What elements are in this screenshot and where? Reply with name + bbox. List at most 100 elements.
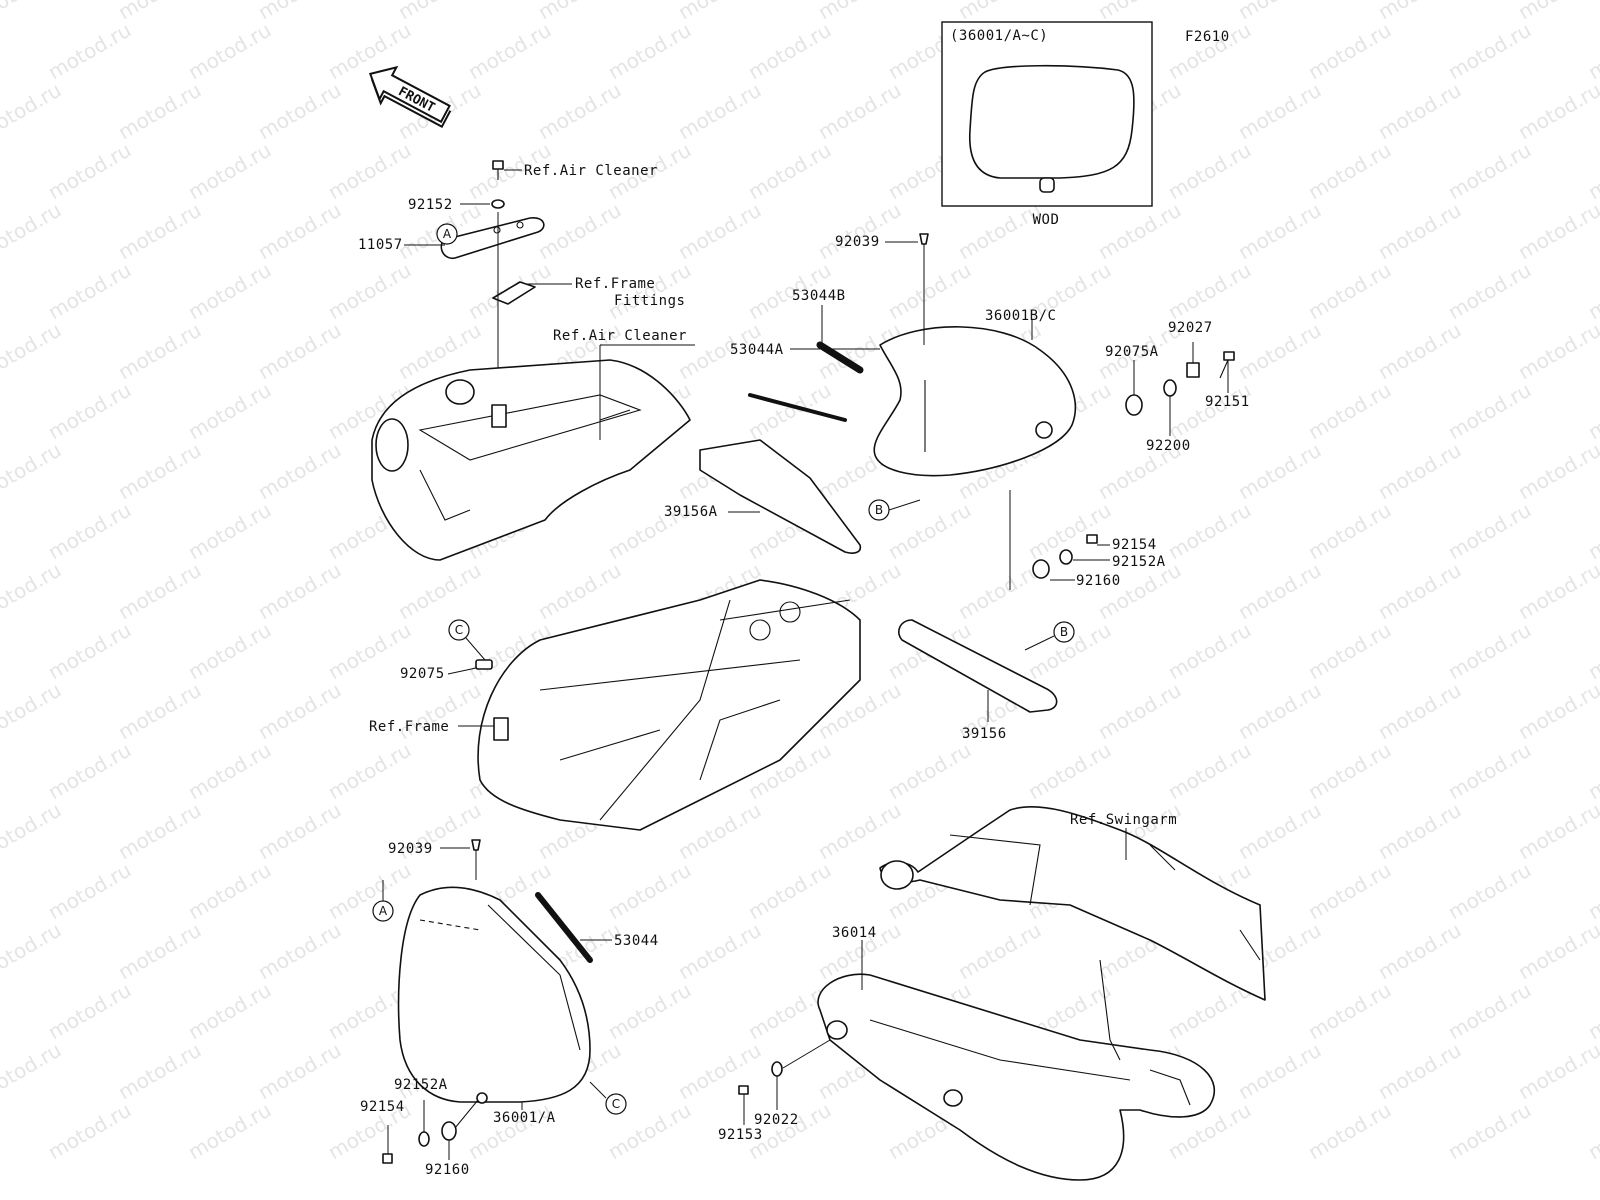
pad-39156a-shape: [699, 439, 862, 554]
watermark-text: motod.ru: [1164, 258, 1255, 325]
watermark-text: motod.ru: [254, 0, 345, 24]
watermark-text: motod.ru: [184, 618, 275, 685]
label-92160-left: 92160: [425, 1162, 470, 1178]
label-36001a: 36001/A: [493, 1110, 556, 1126]
frame-tab-shape: [493, 717, 509, 741]
watermark-text: motod.ru: [674, 918, 765, 985]
watermark-text: motod.ru: [1304, 258, 1395, 325]
watermark-text: motod.ru: [44, 258, 135, 325]
watermark-text: motod.ru: [1514, 0, 1600, 24]
frame-section: [477, 579, 861, 831]
watermark-text: motod.ru: [1164, 738, 1255, 805]
watermark-text: motod.ru: [1584, 858, 1600, 925]
watermark-text: motod.ru: [114, 1038, 205, 1105]
watermark-text: motod.ru: [184, 378, 275, 445]
watermark-text: motod.ru: [954, 198, 1045, 265]
watermark-text: motod.ru: [464, 18, 555, 85]
watermark-text: motod.ru: [1094, 678, 1185, 745]
watermark-text: motod.ru: [1304, 978, 1395, 1045]
watermark-text: motod.ru: [1444, 858, 1535, 925]
label-39156: 39156: [962, 726, 1007, 742]
watermark-text: motod.ru: [954, 0, 1045, 24]
watermark-text: motod.ru: [1374, 318, 1465, 385]
grommet-53044-shape: [535, 892, 593, 963]
label-36014: 36014: [832, 925, 877, 941]
callout-a-top: A: [436, 223, 458, 245]
callout-a-lower: A: [372, 900, 394, 922]
label-92075: 92075: [400, 666, 445, 682]
watermark-text: motod.ru: [1514, 558, 1600, 625]
watermark-text: motod.ru: [814, 198, 905, 265]
watermark-text: motod.ru: [114, 558, 205, 625]
watermark-text: motod.ru: [1374, 438, 1465, 505]
inset-title: (36001/A~C): [950, 28, 1048, 44]
svg-text:B: B: [1060, 625, 1068, 639]
callout-c-upper: C: [448, 619, 470, 641]
watermark-text: motod.ru: [1234, 1038, 1325, 1105]
watermark-text: motod.ru: [1374, 918, 1465, 985]
chain-cover-36014: [817, 959, 1216, 1181]
watermark-text: motod.ru: [604, 978, 695, 1045]
label-92154-left: 92154: [360, 1099, 405, 1115]
watermark-text: motod.ru: [1164, 138, 1255, 205]
watermark-text: motod.ru: [814, 798, 905, 865]
label-92152: 92152: [408, 197, 453, 213]
watermark-text: motod.ru: [1444, 138, 1535, 205]
watermark-text: motod.ru: [254, 1038, 345, 1105]
watermark-text: motod.ru: [1444, 1098, 1535, 1165]
inset-caption: WOD: [1033, 212, 1060, 228]
watermark-text: motod.ru: [324, 738, 415, 805]
watermark-text: motod.ru: [0, 318, 65, 385]
watermark-text: motod.ru: [254, 438, 345, 505]
watermark-text: motod.ru: [1234, 798, 1325, 865]
watermark-text: motod.ru: [1164, 618, 1255, 685]
watermark-text: motod.ru: [1374, 0, 1465, 24]
watermark-text: motod.ru: [1514, 678, 1600, 745]
watermark-text: motod.ru: [1374, 798, 1465, 865]
watermark-text: motod.ru: [1304, 858, 1395, 925]
label-53044b: 53044B: [792, 288, 846, 304]
swingarm: [879, 806, 1266, 1001]
inset-box: (36001/A~C) WOD: [941, 21, 1153, 228]
watermark-text: motod.ru: [1164, 18, 1255, 85]
watermark-text: motod.ru: [1304, 1098, 1395, 1165]
watermark-text: motod.ru: [744, 858, 835, 925]
label-11057: 11057: [358, 237, 403, 253]
watermark-text: motod.ru: [1164, 378, 1255, 445]
watermark-text: motod.ru: [1444, 498, 1535, 565]
watermark-text: motod.ru: [394, 558, 485, 625]
watermark-text: motod.ru: [674, 198, 765, 265]
watermark-text: motod.ru: [1584, 378, 1600, 445]
label-ref-frame-fittings-2: Fittings: [614, 293, 685, 309]
watermark-text: motod.ru: [1234, 558, 1325, 625]
watermark-text: motod.ru: [184, 498, 275, 565]
watermark-text: motod.ru: [534, 558, 625, 625]
washer-92152a-right-icon: [1059, 549, 1073, 565]
watermark-text: motod.ru: [1094, 0, 1185, 24]
label-92039-bottom: 92039: [388, 841, 433, 857]
inset-cover-shape: [968, 64, 1135, 179]
watermark-text: motod.ru: [0, 558, 65, 625]
watermark-text: motod.ru: [744, 18, 835, 85]
watermark-text: motod.ru: [884, 258, 975, 325]
watermark-text: motod.ru: [1024, 738, 1115, 805]
watermark-text: motod.ru: [254, 198, 345, 265]
watermark-text: motod.ru: [0, 198, 65, 265]
watermark-text: motod.ru: [114, 798, 205, 865]
watermark-text: motod.ru: [1584, 138, 1600, 205]
watermark-text: motod.ru: [1444, 18, 1535, 85]
watermark-text: motod.ru: [1444, 978, 1535, 1045]
watermark-text: motod.ru: [674, 78, 765, 145]
watermark-text: motod.ru: [1374, 78, 1465, 145]
callout-c-lower: C: [605, 1093, 627, 1115]
watermark-text: motod.ru: [814, 78, 905, 145]
nut-92160-left-icon: [441, 1121, 457, 1141]
watermark-text: motod.ru: [324, 138, 415, 205]
label-ref-swingarm: Ref.Swingarm: [1070, 812, 1177, 828]
watermark-text: motod.ru: [44, 18, 135, 85]
frame-fitting-clip-shape: [492, 281, 536, 305]
watermark-text: motod.ru: [0, 438, 65, 505]
watermark-text: motod.ru: [1234, 678, 1325, 745]
watermark-text: motod.ru: [184, 18, 275, 85]
